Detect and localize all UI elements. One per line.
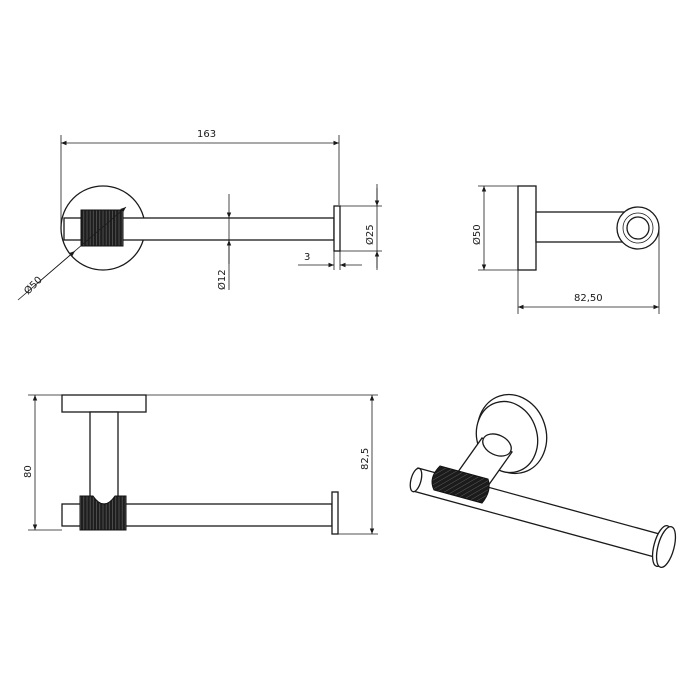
top-height-label: 80 — [23, 465, 34, 478]
top-knurl-sleeve — [79, 495, 127, 531]
side-arm — [535, 211, 625, 243]
top-depth-label: 82,5 — [360, 448, 371, 470]
front-bar-diameter-label: Ø12 — [216, 269, 228, 290]
side-base-plate — [517, 185, 537, 271]
side-base-diameter-label: Ø50 — [471, 224, 483, 245]
front-length-label: 163 — [197, 129, 216, 140]
front-cap-diameter-label: Ø25 — [364, 224, 376, 245]
iso-end-cap-front — [655, 525, 677, 569]
iso-knurl-sleeve — [431, 465, 490, 504]
front-base-diameter-leader-tip — [39, 250, 76, 282]
iso-arm-end — [482, 433, 512, 457]
iso-bar-start — [409, 467, 423, 493]
top-view: 80 82,5 — [23, 394, 378, 535]
side-bar-inner-circle — [626, 216, 650, 240]
front-end-cap — [333, 205, 341, 252]
front-view: 163 Ø50 Ø12 Ø25 3 — [17, 129, 382, 301]
side-view: Ø50 82,50 — [471, 185, 660, 314]
top-arm — [89, 411, 119, 509]
top-base-plate — [61, 394, 147, 413]
front-thickness-label: 3 — [304, 252, 310, 263]
side-depth-label: 82,50 — [574, 293, 603, 304]
top-end-cap — [331, 491, 339, 535]
isometric-view — [409, 393, 677, 569]
side-bar-inner-ring — [622, 212, 654, 244]
